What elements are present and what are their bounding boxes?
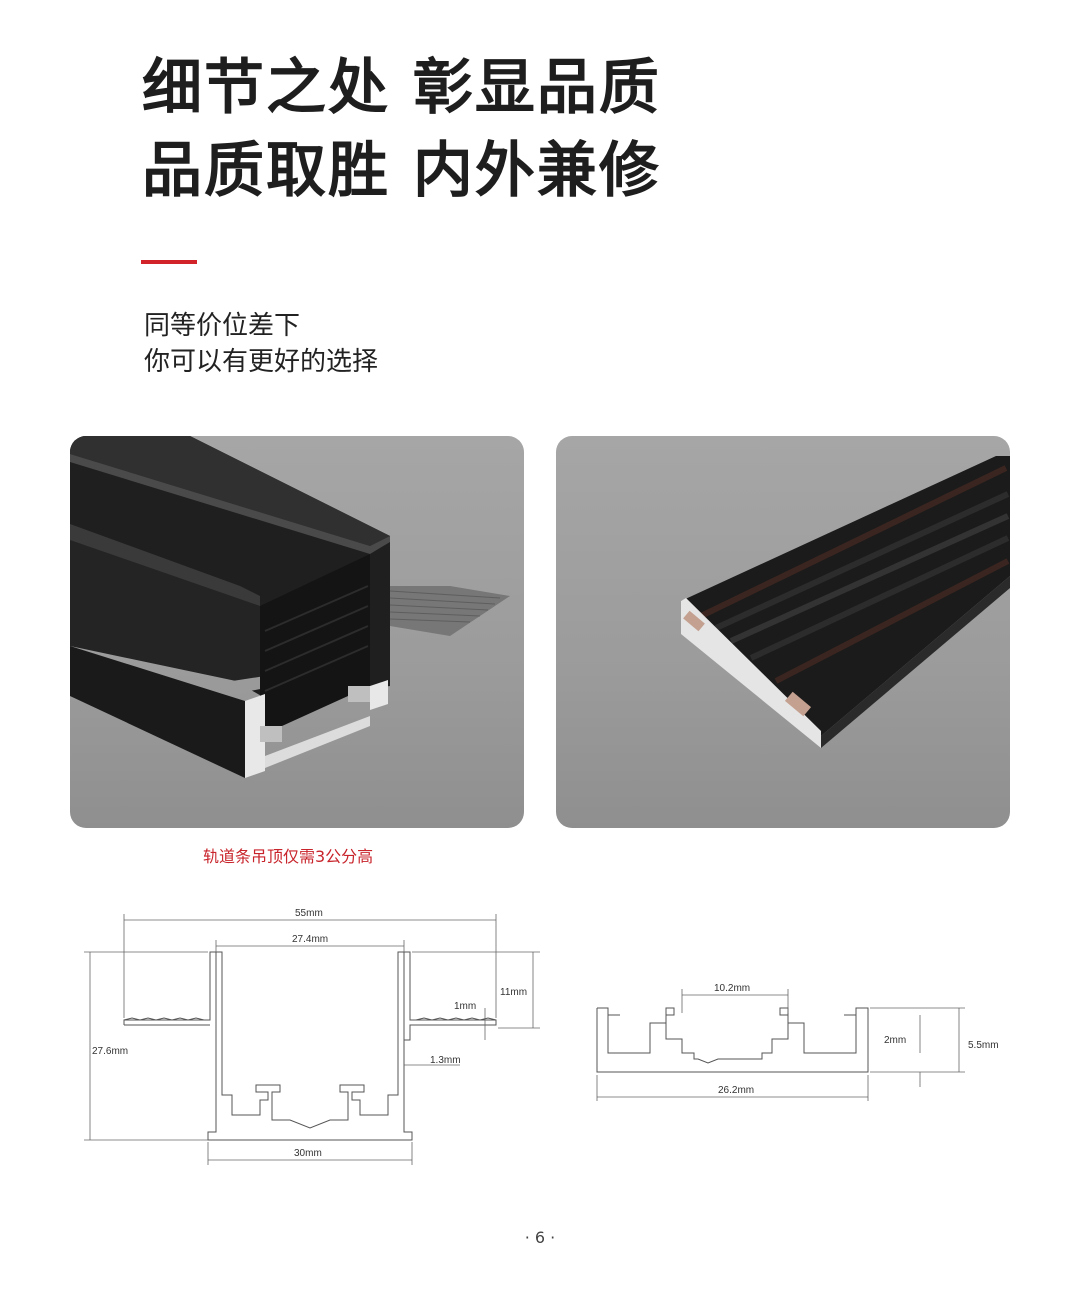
subtitle-line-2: 你可以有更好的选择	[144, 347, 379, 377]
accent-divider	[141, 260, 197, 264]
dim-5-5mm: 5.5mm	[968, 1040, 999, 1051]
dim-1-3mm: 1.3mm	[430, 1055, 461, 1066]
page-number: · 6 ·	[524, 1228, 556, 1247]
dim-26-2mm: 26.2mm	[718, 1085, 754, 1096]
dim-55mm: 55mm	[295, 908, 323, 919]
product-photo-recessed-track	[70, 436, 524, 828]
dim-30mm: 30mm	[294, 1148, 322, 1159]
headline-line-1: 细节之处 彰显品质	[142, 53, 661, 123]
flat-track-dimension-drawing: 10.2mm 2mm 5.5mm 26.2mm	[590, 975, 1020, 1115]
recessed-track-dimension-drawing: 55mm 27.4mm 27.6mm 11mm 1mm 1.3mm 30mm	[80, 900, 540, 1170]
dim-10-2mm: 10.2mm	[714, 983, 750, 994]
dim-27-4mm: 27.4mm	[292, 934, 328, 945]
subtitle-line-1: 同等价位差下	[144, 311, 301, 341]
dim-11mm: 11mm	[500, 987, 527, 998]
dim-27-6mm: 27.6mm	[92, 1046, 128, 1057]
recessed-track-illustration	[70, 436, 510, 778]
product-photo-flat-track	[556, 436, 1010, 828]
flat-track-illustration	[681, 456, 1010, 748]
headline-line-2: 品质取胜 内外兼修	[142, 136, 661, 206]
dim-1mm: 1mm	[454, 1001, 476, 1012]
product-caption: 轨道条吊顶仅需3公分高	[203, 847, 374, 866]
dim-2mm: 2mm	[884, 1035, 906, 1046]
